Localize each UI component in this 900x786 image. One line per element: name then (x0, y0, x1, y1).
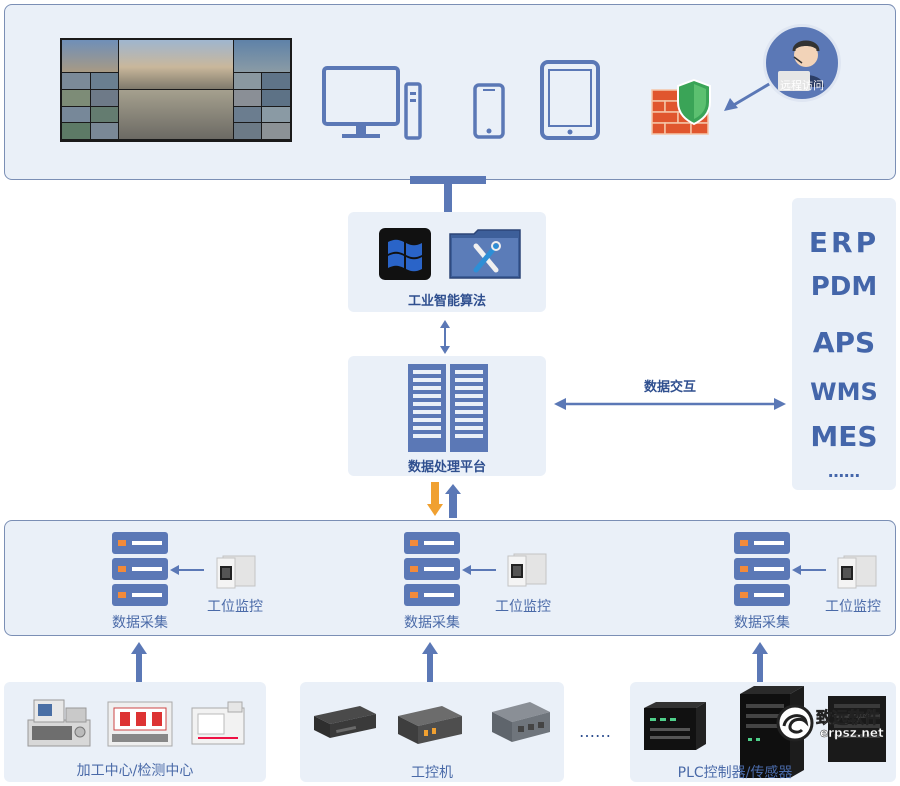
watermark-site: erpsz.net (820, 726, 884, 740)
collection-server-icon-1 (112, 532, 168, 606)
device-up-arrow-3 (752, 642, 768, 682)
enterprise-systems-box (792, 198, 896, 490)
system-more: …… (828, 462, 860, 481)
sensor-rack-icon (828, 696, 886, 762)
watermark-logo: 致远软件 erpsz.net (776, 698, 896, 748)
watermark-brand: 致远软件 (816, 708, 881, 728)
watermark-swirl-icon (776, 704, 814, 742)
plc-controller-icon-1 (644, 702, 706, 750)
monitor-to-collection-arrow-3 (792, 565, 826, 575)
video-wall-image (60, 38, 292, 142)
firewall-shield-icon (651, 78, 711, 135)
collection-label-1: 数据采集 (112, 615, 168, 631)
system-pdm: PDM (810, 272, 878, 302)
plc-group-label: PLC控制器/传感器 (677, 765, 793, 781)
monitor-label-2: 工位监控 (495, 599, 551, 615)
system-erp: ERP (808, 226, 880, 259)
data-exchange-arrow (554, 398, 786, 410)
collection-server-icon-3 (734, 532, 790, 606)
monitor-to-collection-arrow-2 (462, 565, 496, 575)
algorithm-label: 工业智能算法 (407, 294, 486, 309)
mobile-phone-icon (473, 83, 505, 139)
tablet-icon (540, 60, 600, 140)
machining-center-icon-1 (27, 699, 91, 747)
industrial-pc-icon-1 (314, 706, 376, 738)
collection-label-2: 数据采集 (404, 615, 460, 631)
more-devices-ellipsis: …… (579, 722, 611, 741)
remote-access-label: 远程访问 (780, 79, 824, 92)
top-connector (410, 176, 486, 212)
industrial-pc-label: 工控机 (411, 765, 453, 781)
platform-box (348, 356, 546, 476)
camera-icon-2 (507, 553, 547, 587)
camera-icon-1 (216, 555, 256, 589)
industrial-pc-icon-3 (492, 702, 550, 742)
windows-logo-icon (379, 228, 431, 280)
system-wms: WMS (810, 378, 878, 406)
camera-icon-3 (837, 555, 877, 589)
collection-server-icon-2 (404, 532, 460, 606)
inspection-center-icon (191, 701, 245, 745)
machining-group-label: 加工中心/检测中心 (76, 763, 194, 779)
desktop-computer-icon (322, 66, 422, 140)
collection-label-3: 数据采集 (734, 615, 790, 631)
tools-folder-icon (449, 229, 521, 279)
system-mes: MES (810, 420, 878, 453)
device-up-arrow-2 (422, 642, 438, 682)
monitor-label-1: 工位监控 (207, 599, 263, 615)
data-exchange-label: 数据交互 (643, 380, 696, 395)
upload-download-arrow (427, 482, 461, 518)
machining-center-icon-2 (107, 701, 173, 747)
algorithm-platform-arrow (440, 320, 450, 354)
industrial-pc-icon-2 (398, 706, 462, 744)
device-up-arrow-1 (131, 642, 147, 682)
monitor-label-3: 工位监控 (825, 599, 881, 615)
server-rack-icon (408, 364, 488, 452)
remote-access-avatar: 远程访问 (763, 24, 841, 102)
system-aps: APS (812, 326, 876, 359)
support-agent-icon (778, 40, 824, 91)
monitor-to-collection-arrow-1 (170, 565, 204, 575)
platform-label: 数据处理平台 (407, 460, 486, 475)
